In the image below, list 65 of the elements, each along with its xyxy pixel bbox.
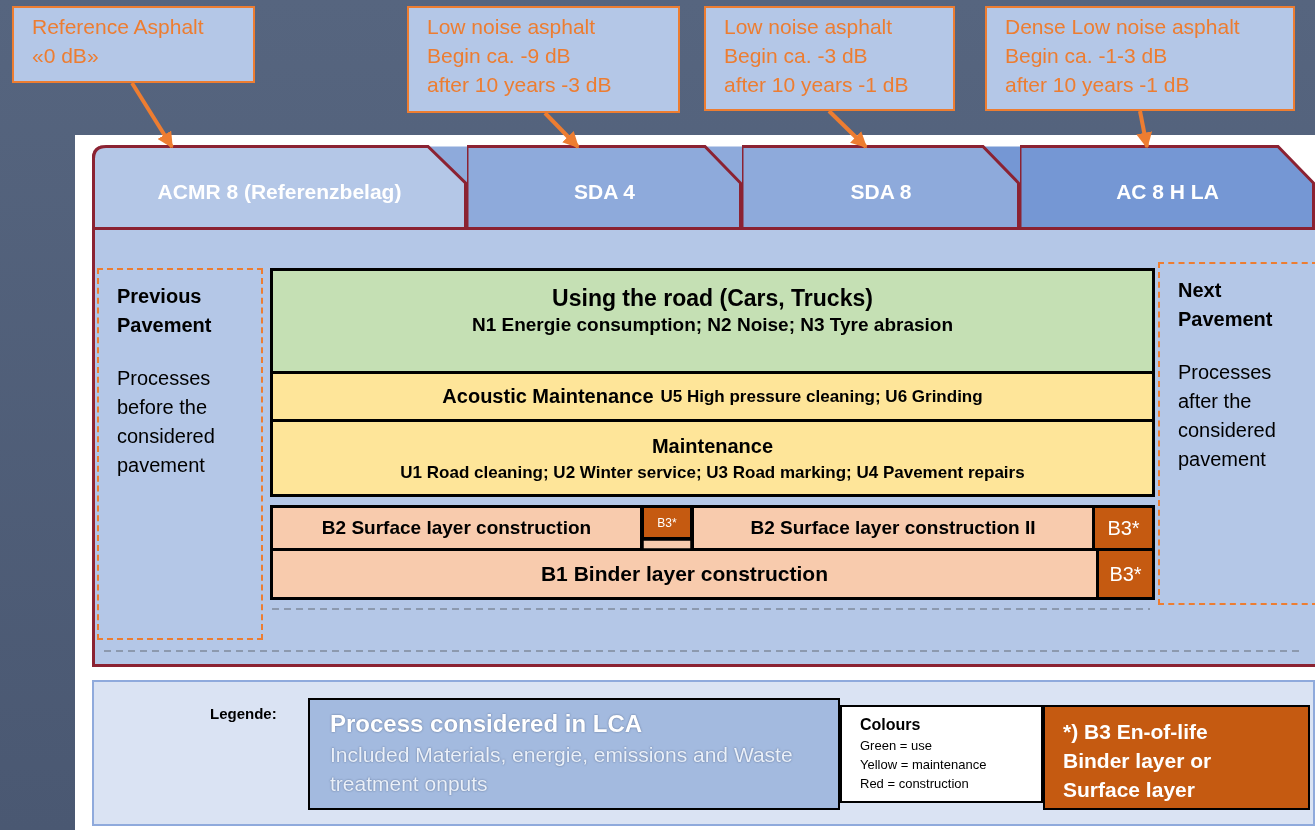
process-text: U5 High pressure cleaning; U6 Grinding	[660, 386, 983, 407]
callout-box	[704, 6, 955, 111]
process-box	[270, 505, 643, 551]
process-text: Using the road (Cars, Trucks)	[552, 284, 873, 313]
process-text: B1 Binder layer construction	[540, 561, 829, 587]
tab-label: ACMR 8 (Referenzbelag)	[157, 179, 402, 204]
callout-text: Begin ca. -1-3 dB	[1005, 43, 1169, 69]
callout-text: Begin ca. -3 dB	[724, 43, 869, 69]
process-text: B2 Surface layer construction	[321, 516, 592, 540]
callout-text: Begin ca. -9 dB	[427, 43, 572, 69]
legend-text: Red = construction	[860, 775, 970, 793]
group-text: Processes before the considered pavement	[117, 366, 216, 478]
process-text: B3*	[657, 515, 677, 530]
panel-frame	[92, 145, 1315, 667]
process-text: B3*	[1109, 562, 1142, 586]
process-box	[270, 419, 1155, 497]
callout-box	[407, 6, 680, 113]
arrow	[130, 81, 174, 149]
callout-box	[985, 6, 1295, 111]
colour-key-box	[840, 705, 1043, 803]
tab-label: SDA 4	[573, 179, 636, 204]
callout-box	[12, 6, 255, 83]
heading: Process considered in LCA	[330, 709, 644, 739]
arrow	[827, 109, 868, 149]
legend-text: Yellow = maintenance	[860, 756, 988, 774]
tab	[742, 145, 1020, 230]
heading: Colours	[860, 715, 922, 734]
process-text: Maintenance	[651, 434, 774, 459]
legend-text: *) B3 En-of-life Binder layer or Surface layer	[1063, 719, 1213, 803]
end-of-life-box	[1092, 505, 1155, 551]
process-text: N1 Energie consumption; N2 Noise; N3 Tyre abrasion	[471, 313, 954, 337]
callout-text: «0 dB»	[32, 43, 100, 69]
end-of-life-legend-box	[1043, 705, 1310, 810]
legend-title: Legende:	[210, 705, 277, 722]
callout-text: after 10 years -3 dB	[427, 72, 613, 98]
legend-process-box	[308, 698, 840, 810]
arrow	[543, 111, 580, 149]
process-box	[691, 505, 1095, 551]
dashed-group-box	[97, 268, 263, 640]
end-of-life-box	[1096, 548, 1155, 600]
process-box	[270, 548, 1099, 600]
dashed-group-box	[1158, 262, 1315, 605]
process-text: B2 Surface layer construction II	[750, 516, 1036, 540]
process-text: B3*	[1107, 516, 1140, 540]
callout-text: after 10 years -1 dB	[1005, 72, 1191, 98]
process-text: Acoustic Maintenance	[442, 385, 654, 408]
legend-text: Included Materials, energie, emissions and Waste treatment onputs	[330, 742, 794, 797]
callout-text: Low noise asphalt	[724, 14, 894, 40]
tab-label: AC 8 H LA	[1116, 179, 1219, 204]
tab	[467, 145, 742, 230]
process-text: U1 Road cleaning; U2 Winter service; U3 Road marking; U4 Pavement repairs	[400, 462, 1025, 484]
end-of-life-box	[641, 505, 693, 540]
callout-text: Reference Asphalt	[32, 14, 205, 40]
tab	[92, 145, 467, 230]
heading: Next Pavement	[1178, 278, 1274, 332]
tab	[1020, 145, 1315, 230]
process-box	[270, 371, 1155, 422]
callout-text: Low noise asphalt	[427, 14, 597, 40]
legend-text: Green = use	[860, 737, 933, 755]
callout-text: after 10 years -1 dB	[724, 72, 910, 98]
process-box	[270, 268, 1155, 374]
heading: Previous Pavement	[117, 284, 213, 338]
callout-text: Dense Low noise asphalt	[1005, 14, 1241, 40]
tab-label: SDA 8	[850, 179, 912, 204]
group-text: Processes after the considered pavement	[1178, 360, 1277, 472]
